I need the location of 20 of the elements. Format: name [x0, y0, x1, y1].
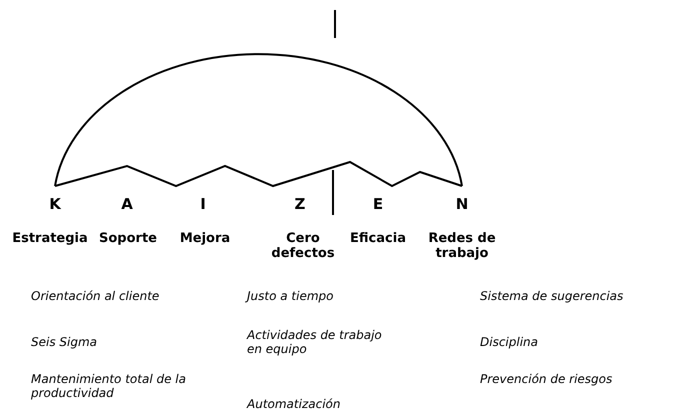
item-text: Actividades de trabajo en equipo — [247, 329, 383, 357]
category-label: Estrategia — [11, 232, 89, 247]
letter-label: A — [120, 196, 134, 214]
item-text: Mantenimiento total de la productividad — [31, 373, 187, 401]
item-text: Sistema de sugerencias — [480, 290, 624, 304]
letter-label: I — [199, 196, 207, 214]
item-text: Orientación al cliente — [31, 290, 160, 304]
letter-label: E — [372, 196, 384, 214]
letter-label: Z — [294, 196, 306, 214]
category-label: Cero defectos — [270, 232, 336, 262]
letter-label: K — [48, 196, 62, 214]
item-text: Prevención de riesgos — [480, 373, 614, 387]
item-text: Justo a tiempo — [247, 290, 334, 304]
item-text: Disciplina — [480, 336, 540, 350]
item-text: Seis Sigma — [31, 336, 98, 350]
category-label: Redes de trabajo — [427, 232, 497, 262]
letter-label: N — [454, 196, 470, 214]
category-label: Eficacia — [349, 232, 407, 247]
category-label: Mejora — [178, 232, 232, 247]
item-text: Automatización — [247, 398, 342, 411]
